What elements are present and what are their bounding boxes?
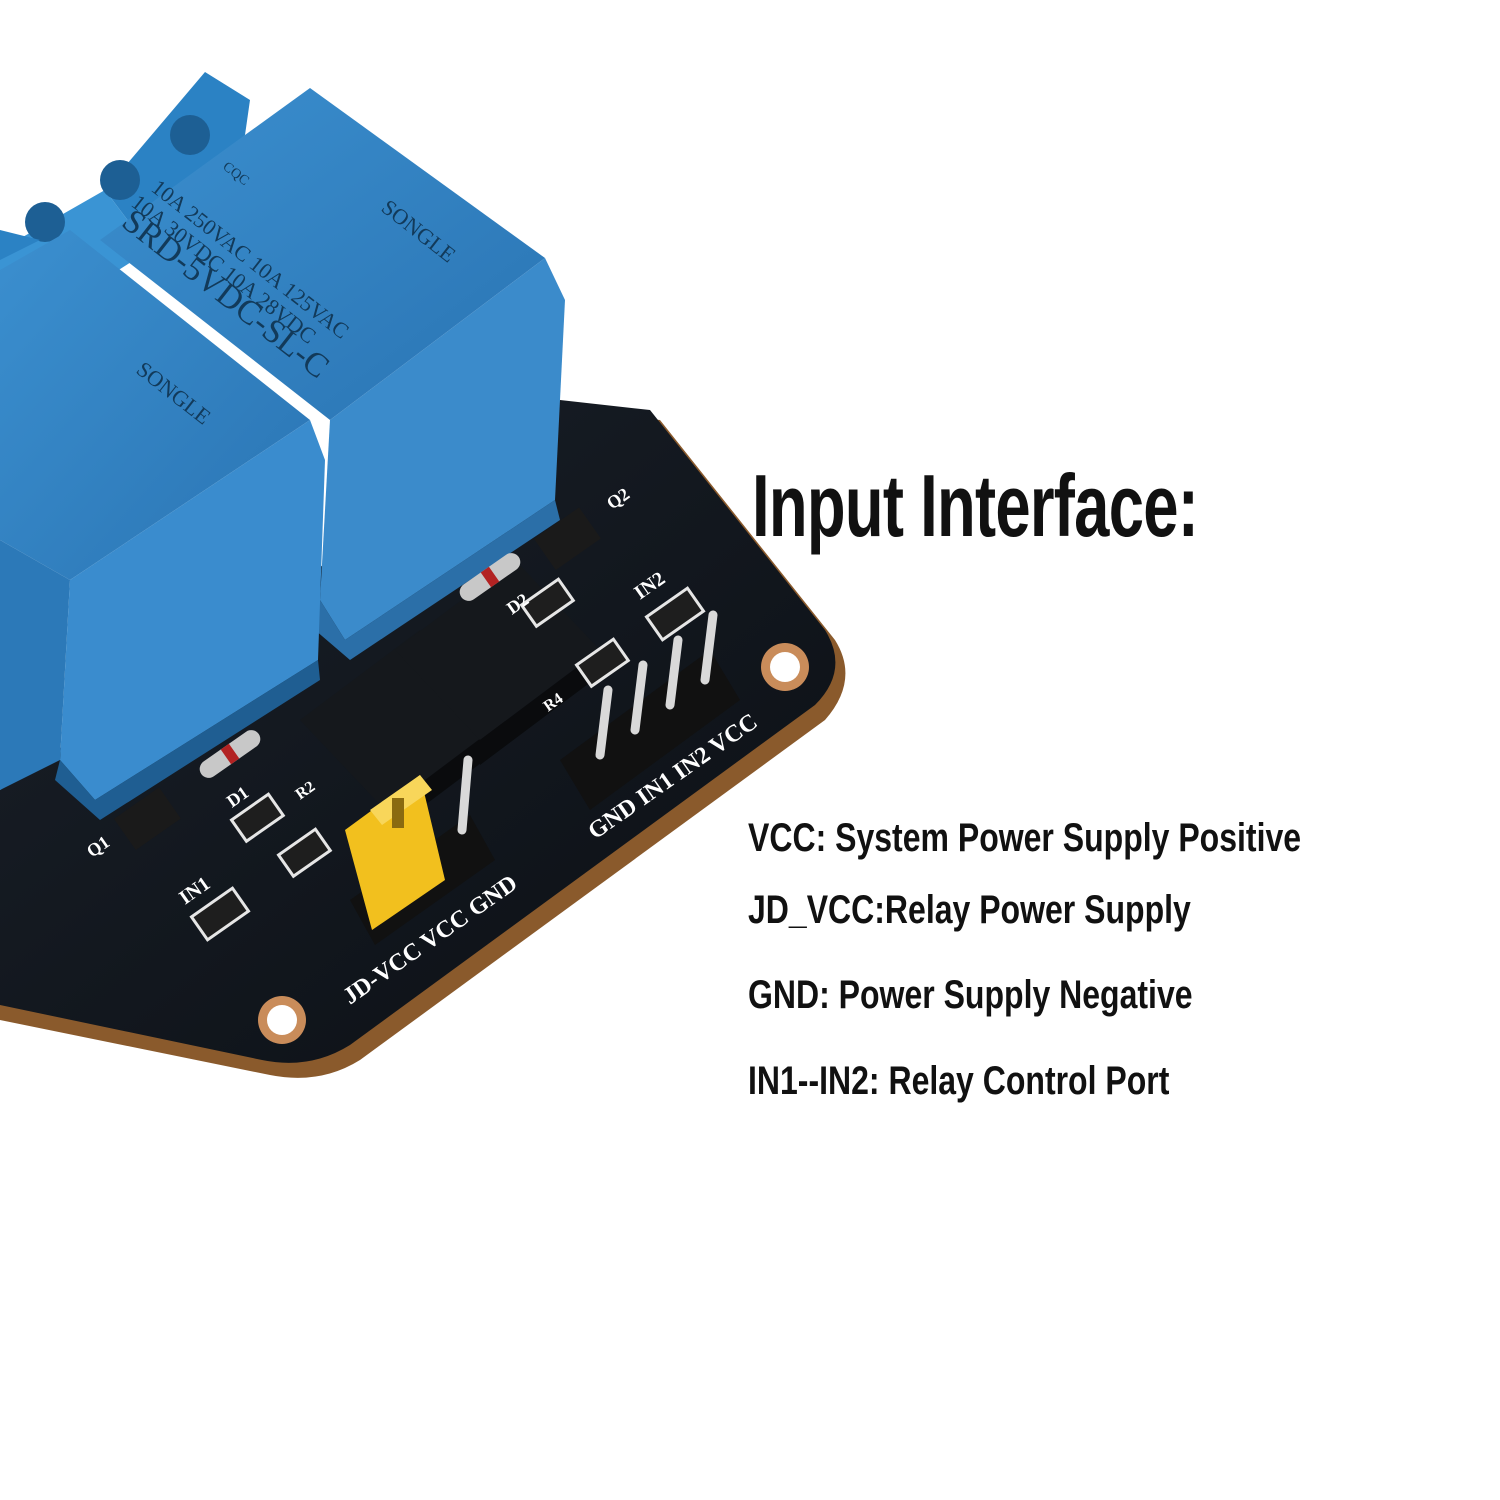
led-in1 (189, 886, 251, 942)
relay-1 (0, 230, 325, 820)
pin-header-signal (560, 610, 740, 810)
transistor-q2 (533, 507, 601, 571)
jumper-cap (345, 775, 445, 930)
diode-d2 (459, 553, 521, 601)
pin-desc-gnd: GND: Power Supply Negative (748, 973, 1193, 1017)
heading-title: Input Interface: (752, 456, 1199, 555)
pin-desc-vcc: VCC: System Power Supply Positive (748, 816, 1302, 860)
relay-2 (0, 72, 565, 660)
transistor-q1 (113, 787, 181, 851)
pin-desc-jd-vcc: JD_VCC:Relay Power Supply (748, 888, 1191, 932)
diode-d1 (199, 730, 261, 778)
pin-desc-in1-in2: IN1--IN2: Relay Control Port (748, 1059, 1170, 1103)
resistor (229, 792, 286, 844)
resistor (519, 577, 576, 629)
led-in2 (644, 586, 706, 642)
resistor (276, 827, 333, 879)
resistor (574, 637, 631, 689)
